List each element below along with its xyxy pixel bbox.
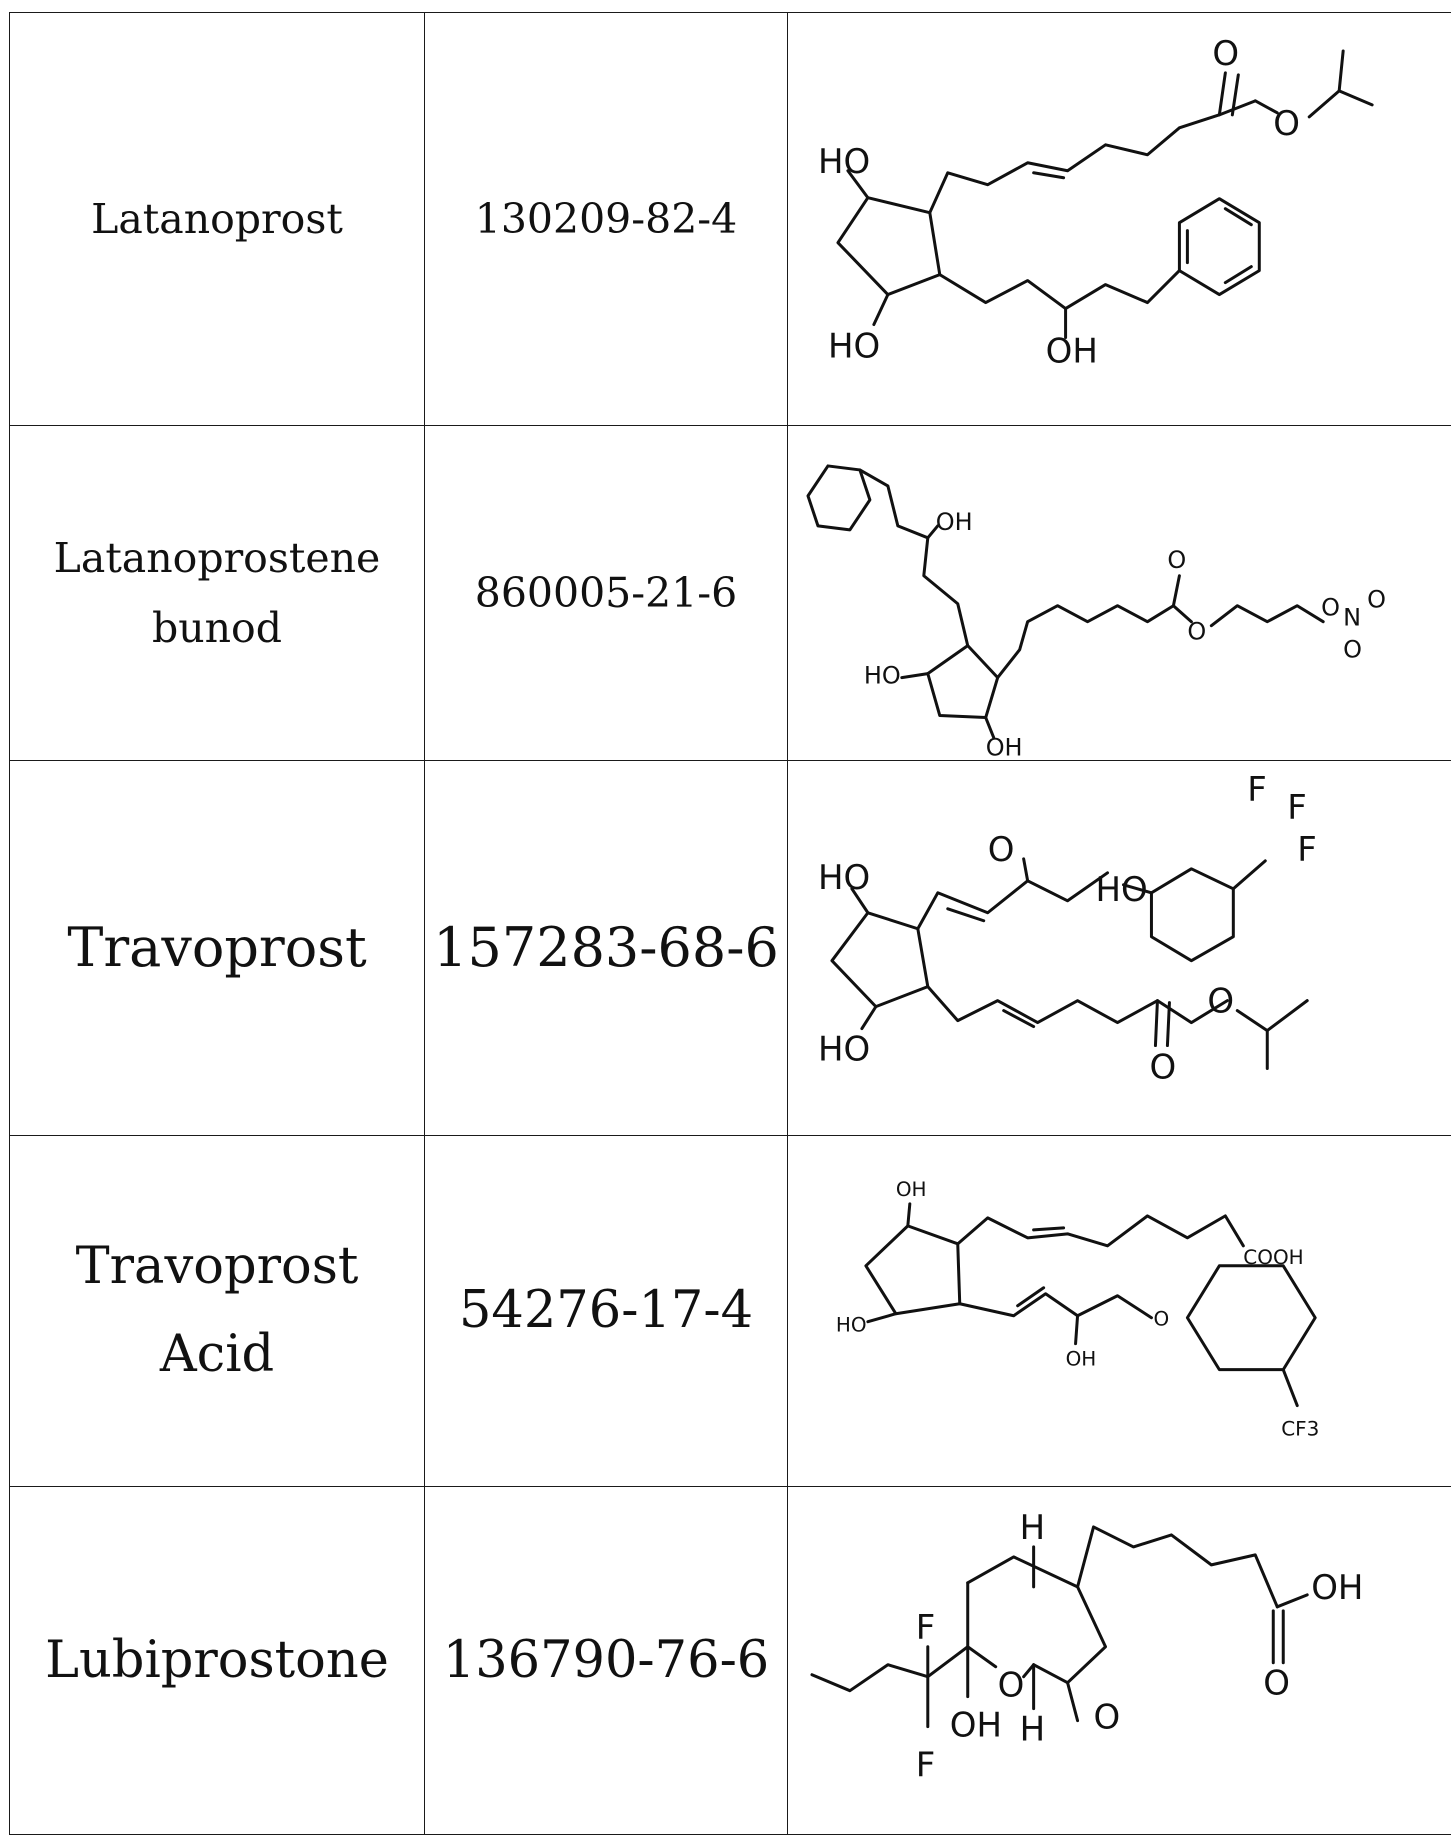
cas-number: 130209-82-4 [425,184,787,255]
atom-label: O [1187,618,1206,646]
table-row: Latanoprostene bunod 860005-21-6 OH O O … [10,426,1451,760]
cas-number: 136790-76-6 [425,1617,787,1705]
atom-label: O [1263,1663,1290,1703]
compound-name-cell: Travoprost [10,760,425,1135]
cas-number-cell: 157283-68-6 [425,760,788,1135]
atom-label: O [1167,546,1186,574]
atom-label: OH [950,1705,1002,1745]
atom-label: CF3 [1281,1417,1319,1441]
structure-cell: OH COOH HO O OH CF3 [788,1136,1451,1486]
atom-label: OH [1066,1347,1097,1371]
cas-number-cell: 136790-76-6 [425,1486,788,1834]
table-row: Travoprost Acid 54276-17-4 OH COOH HO O … [10,1136,1451,1486]
atom-label: OH [1046,331,1098,371]
compound-name-cell: Latanoprostene bunod [10,426,425,760]
atom-label: O [988,830,1015,870]
atom-label: OH [936,508,973,536]
atom-label: OH [1311,1568,1363,1608]
atom-label: O [1343,636,1362,664]
latanoprost-structure-icon: HO HO O O OH [788,13,1451,425]
atom-label: F [1297,830,1317,870]
cas-number-cell: 54276-17-4 [425,1136,788,1486]
table-row: Latanoprost 130209-82-4 HO HO O [10,13,1451,426]
compound-name-line: Travoprost [10,902,424,995]
atom-label: O [1212,34,1239,74]
cas-number: 54276-17-4 [425,1267,787,1355]
atom-label: N [1343,604,1361,632]
lubiprostone-structure-icon: H O OH O O H OH F [788,1487,1451,1834]
structure-cell: HO HO O O OH [788,13,1451,426]
structure-cell: H O OH O O H OH F [788,1486,1451,1834]
compound-name-line: Latanoprost [10,184,424,255]
atom-label: O [1367,586,1386,614]
compound-name-line: Travoprost [10,1223,424,1311]
compound-name-cell: Travoprost Acid [10,1136,425,1486]
atom-label: F [1247,770,1267,810]
atom-label: HO [818,858,870,898]
atom-label: O [1273,104,1300,144]
compound-name-line: Acid [10,1311,424,1399]
compound-name-cell: Lubiprostone [10,1486,425,1834]
atom-label: O [1153,1307,1169,1331]
atom-label: OH [986,734,1023,760]
cas-number-cell: 860005-21-6 [425,426,788,760]
atom-label: O [1094,1697,1121,1737]
cas-number: 860005-21-6 [425,558,787,629]
atom-label: HO [864,662,901,690]
atom-label: O [998,1665,1025,1705]
atom-label: H [1020,1508,1046,1548]
atom-label: HO [828,326,880,366]
table-row: Lubiprostone 136790-76-6 H O OH O O [10,1486,1451,1834]
compound-name-line: bunod [10,593,424,664]
compound-name-cell: Latanoprost [10,13,425,426]
travoprost-acid-structure-icon: OH COOH HO O OH CF3 [788,1136,1451,1485]
cas-number: 157283-68-6 [425,902,787,995]
travoprost-structure-icon: F F F HO O HO HO O [788,761,1451,1135]
atom-label: F [1287,788,1307,828]
atom-label: O [1321,594,1340,622]
cas-number-cell: 130209-82-4 [425,13,788,426]
atom-label: O [1207,981,1234,1021]
table-row: Travoprost 157283-68-6 F F F HO O HO [10,760,1451,1135]
structure-cell: F F F HO O HO HO O [788,760,1451,1135]
atom-label: HO [818,142,870,182]
atom-label: F [916,1608,936,1648]
compound-name-line: Latanoprostene [10,523,424,594]
compound-name-line: Lubiprostone [10,1617,424,1705]
atom-label: HO [818,1029,870,1069]
structure-cell: OH O O O N O O HO OH [788,426,1451,760]
atom-label: OH [896,1177,927,1201]
atom-label: O [1149,1047,1176,1087]
latanoprostene-bunod-structure-icon: OH O O O N O O HO OH [788,426,1451,759]
atom-label: H [1020,1709,1046,1749]
compound-table: Latanoprost 130209-82-4 HO HO O [9,12,1451,1835]
atom-label: HO [836,1313,867,1337]
atom-label: F [916,1745,936,1785]
